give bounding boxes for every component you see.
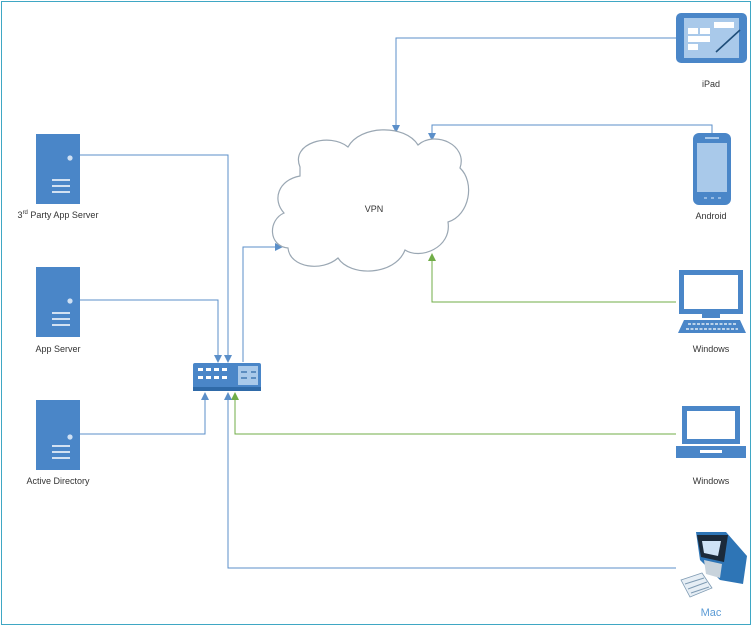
connector-android-to-vpn: [428, 124, 713, 141]
third-party-app-server-label: 3rd Party App Server: [17, 210, 99, 220]
server-icon-active-directory: [36, 400, 80, 470]
cloud-icon: [271, 129, 470, 272]
connector-windows-desktop-to-vpn: [428, 253, 676, 303]
connector-ipad-to-vpn: [392, 37, 676, 133]
laptop-icon: [676, 406, 746, 458]
connector-switch-to-vpn: [242, 243, 283, 362]
android-label: Android: [695, 211, 727, 221]
active-directory-label: Active Directory: [26, 476, 90, 486]
connector-windows-laptop-to-switch: [231, 392, 676, 435]
mac-computer-icon: [680, 532, 747, 598]
mac-label: Mac: [700, 607, 722, 619]
connections: [80, 37, 713, 569]
server-icon-third-party: [36, 134, 80, 204]
connector-mac-to-switch: [224, 392, 676, 569]
ipad-label: iPad: [701, 79, 721, 89]
connector-active-directory-to-switch: [80, 392, 209, 435]
tablet-icon: [676, 13, 747, 63]
windows-laptop-label: Windows: [692, 476, 730, 486]
smartphone-icon: [693, 133, 731, 205]
network-switch-icon: [193, 363, 261, 391]
desktop-icon: [678, 270, 746, 333]
connector-third-party-to-switch: [80, 154, 232, 363]
windows-desktop-label: Windows: [692, 344, 730, 354]
server-icon-app: [36, 267, 80, 337]
vpn-label: VPN: [364, 204, 384, 214]
connector-app-server-to-switch: [80, 299, 222, 363]
app-server-label: App Server: [35, 344, 81, 354]
